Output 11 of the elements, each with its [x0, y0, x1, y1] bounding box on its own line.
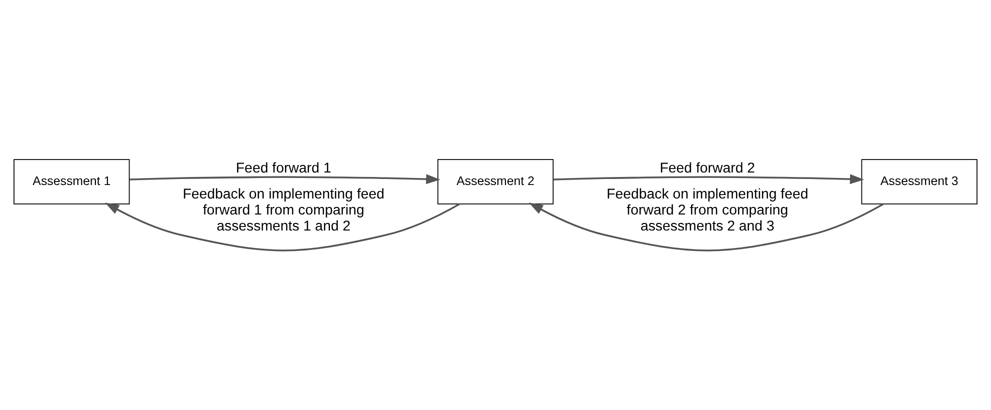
node-box: Assessment 3 — [861, 159, 978, 204]
arrow — [129, 174, 440, 184]
node-box: Assessment 2 — [437, 159, 554, 204]
arrow — [104, 202, 460, 252]
edge-label: Feedback on implementing feed forward 2 from comparing assessments 2 and 3 — [606, 186, 808, 234]
edge-label: Feed forward 2 — [660, 160, 756, 177]
edge-label: Feedback on implementing feed forward 1 from comparing assessments 1 and 2 — [182, 186, 384, 234]
arrow — [553, 174, 864, 184]
edge-label: Feed forward 1 — [236, 160, 332, 177]
node-box: Assessment 1 — [14, 159, 130, 204]
arrow — [528, 202, 884, 252]
